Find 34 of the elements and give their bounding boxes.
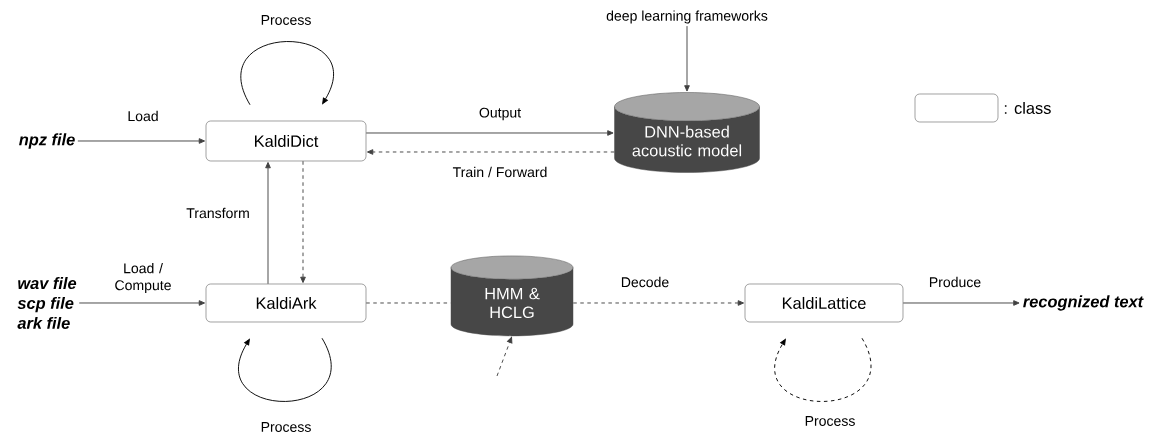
arrow xyxy=(684,25,690,92)
edge-label: Transform xyxy=(185,206,251,220)
edge-label: Process xyxy=(803,414,857,428)
file-label: npz file xyxy=(19,133,75,149)
arrow xyxy=(77,138,206,144)
arrow xyxy=(365,130,614,136)
class-box: KaldiArk xyxy=(205,283,367,323)
arrow xyxy=(902,300,1020,306)
connector-line xyxy=(365,302,452,304)
edge-label: Decode xyxy=(619,275,671,289)
arrow xyxy=(572,300,744,306)
model-cylinder: DNN-based acoustic model xyxy=(614,92,760,173)
arrow xyxy=(367,149,615,155)
source-label: deep learning frameworks xyxy=(606,10,768,24)
model-cylinder: HMM & HCLG xyxy=(450,255,574,337)
edge-label: Output xyxy=(477,106,523,122)
edge-label: Load xyxy=(126,109,160,123)
arrow xyxy=(78,300,206,306)
edge-label: Load / Compute xyxy=(106,261,180,295)
legend-entry: : class xyxy=(914,93,1051,123)
arrow xyxy=(300,160,306,283)
arrow xyxy=(265,161,271,285)
file-label: wav file scp file ark file xyxy=(17,277,77,329)
class-box: KaldiLattice xyxy=(744,283,904,323)
edge-label: Train / Forward xyxy=(451,165,549,179)
edge-label: Produce xyxy=(927,275,983,289)
loop-arrow xyxy=(238,337,332,402)
arrow xyxy=(496,336,513,377)
output-label: recognized text xyxy=(1023,295,1144,311)
loop-arrow xyxy=(241,41,334,106)
class-box: KaldiDict xyxy=(205,120,367,162)
loop-arrow xyxy=(774,337,871,402)
edge-label: Process xyxy=(259,13,313,27)
edge-label: Process xyxy=(259,420,313,434)
